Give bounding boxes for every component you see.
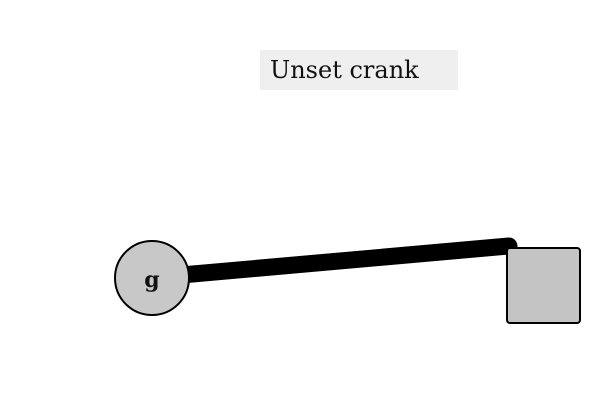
pivot-label: g (144, 267, 159, 293)
unset-crank-button-label: Unset crank (270, 56, 419, 84)
crank-arm[interactable] (161, 237, 518, 285)
pivot-joint[interactable] (114, 240, 190, 316)
slider-block[interactable] (506, 247, 581, 324)
unset-crank-button[interactable]: Unset crank (260, 50, 458, 90)
